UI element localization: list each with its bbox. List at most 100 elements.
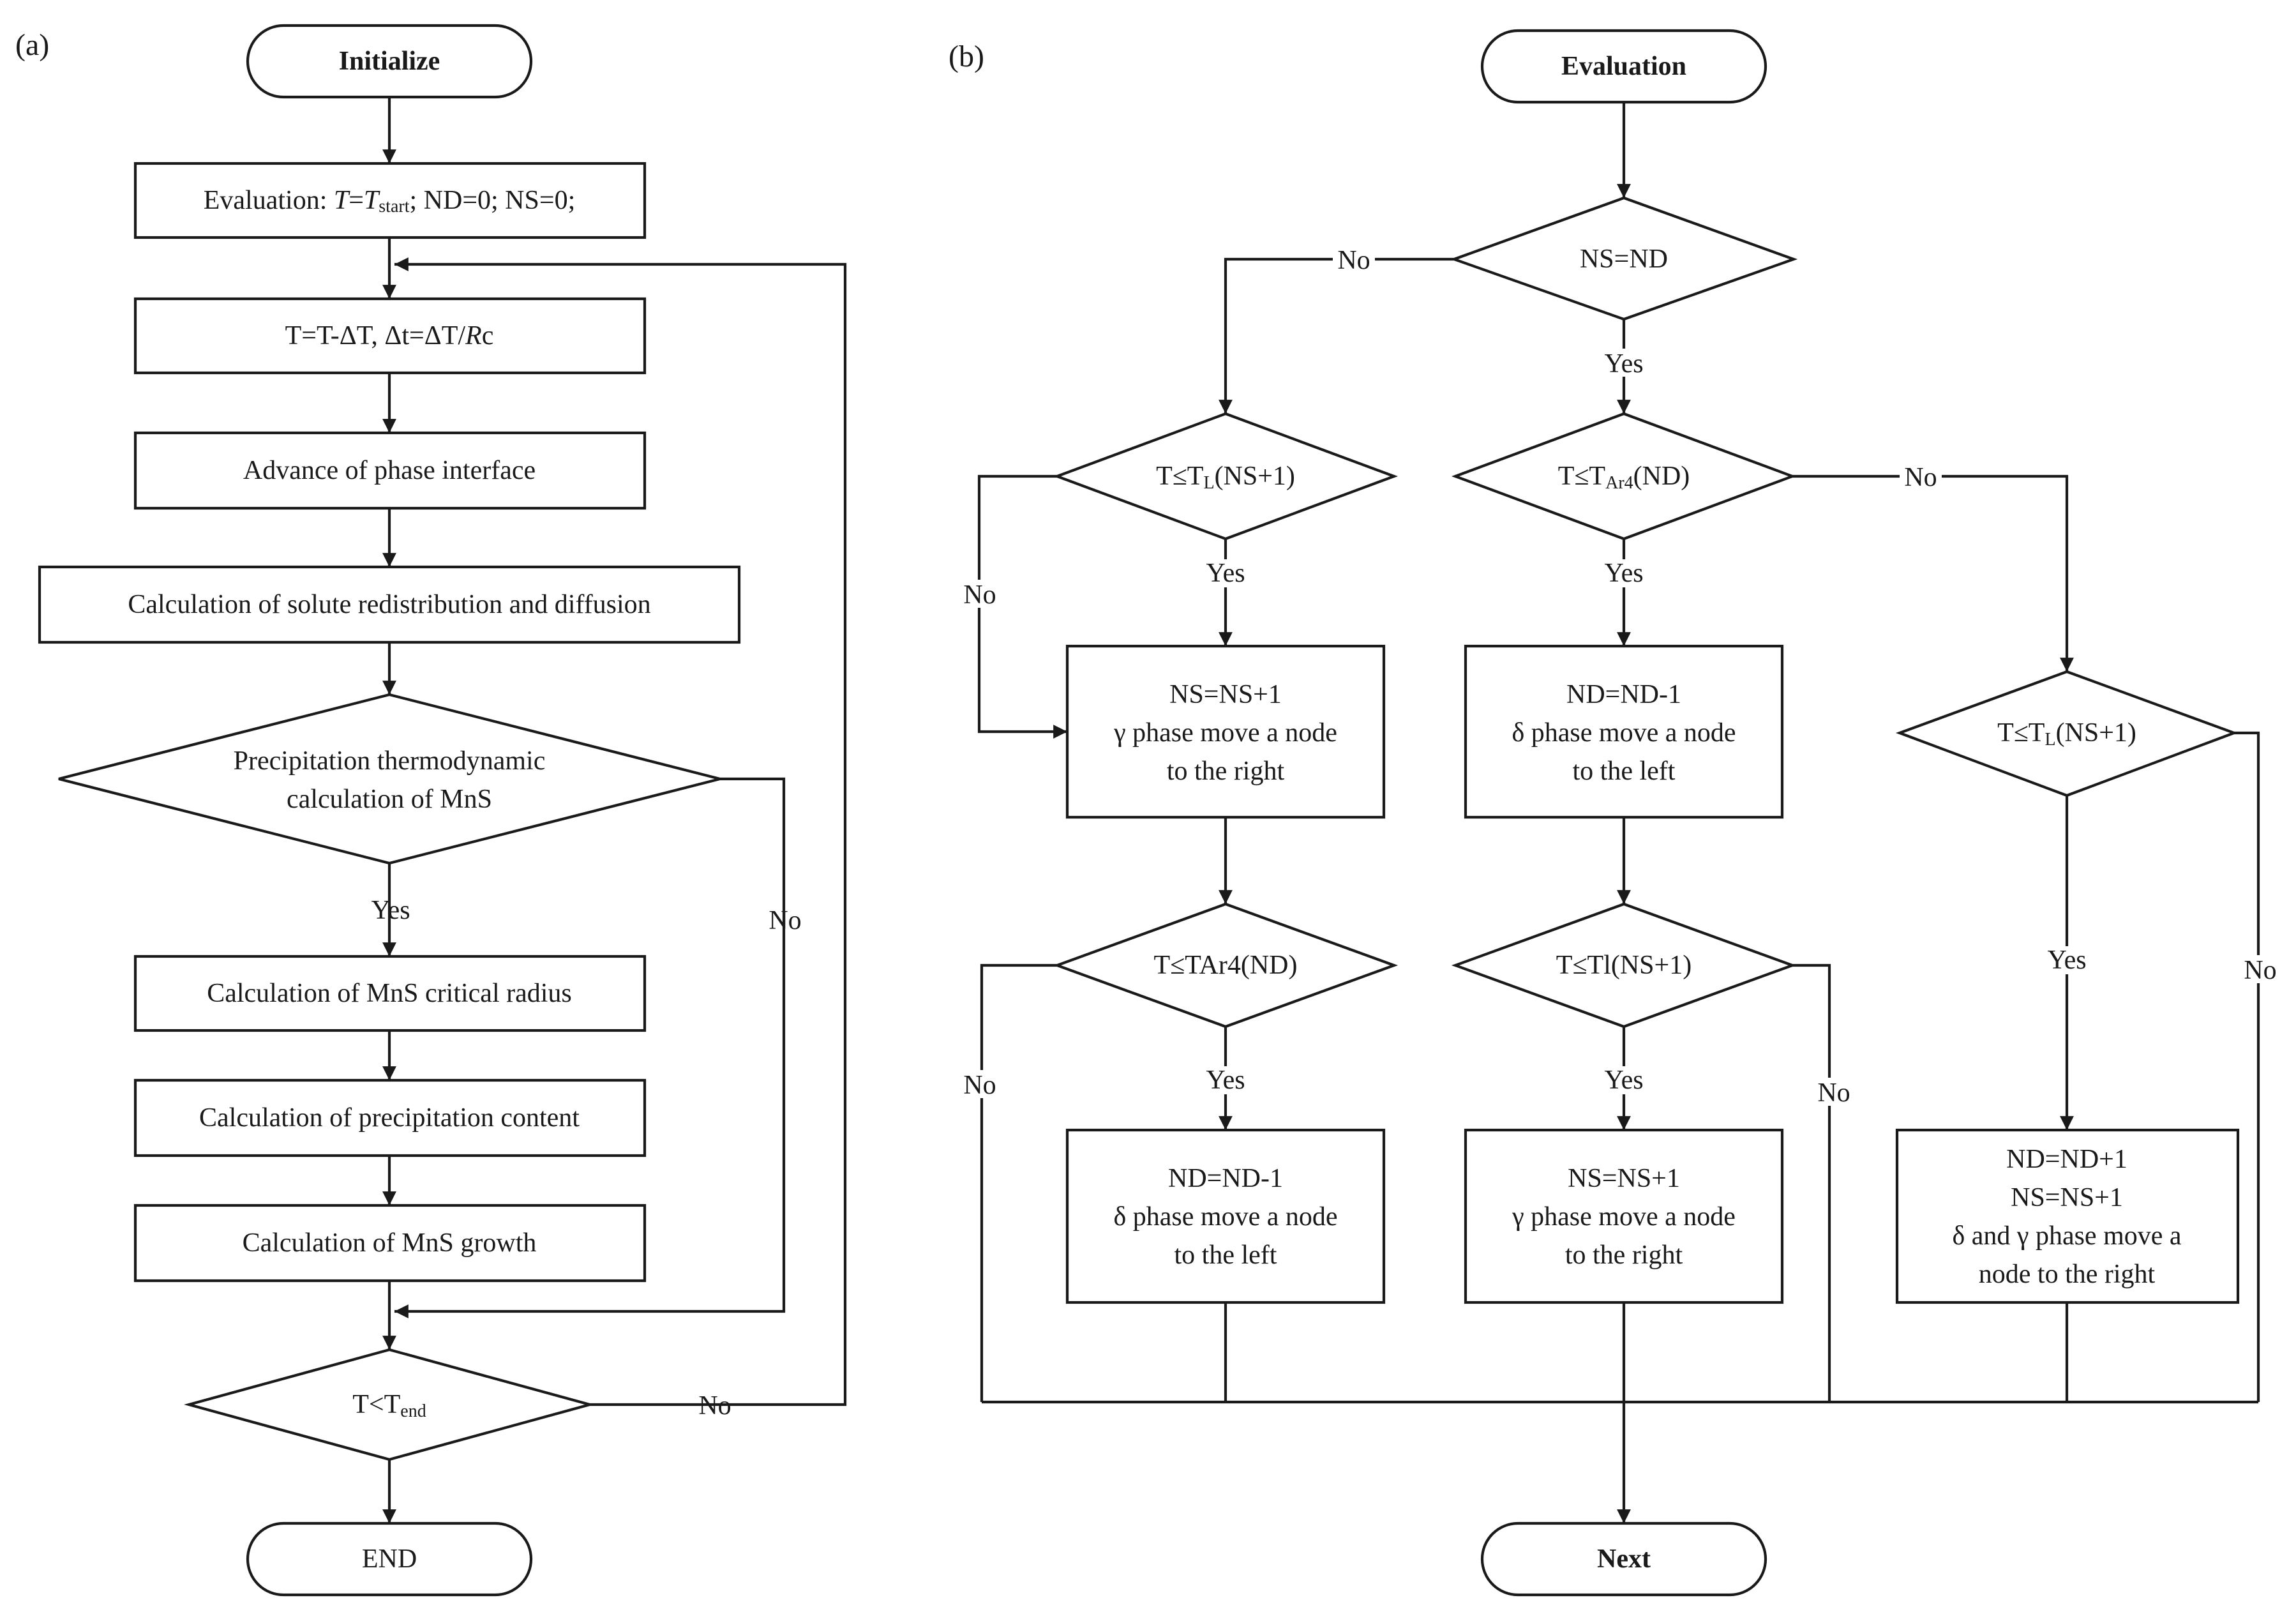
both-box [1895,1128,2240,1304]
next-label: Next [1597,1544,1651,1574]
step-r: R [465,321,482,351]
tend-main: T<T [352,1390,400,1419]
panel-b-label: (b) [949,40,984,73]
d-dec-line2: δ phase move a node [1512,718,1736,748]
radius-box [133,954,647,1032]
evaluation-tail: ; ND=0; NS=0; [410,186,576,215]
solute-label: Calculation of solute redistribution and… [128,590,650,619]
tar-label: T≤TAr4(ND) [1558,462,1690,493]
evaluation-start-label: Evaluation [1561,52,1686,81]
no-b-bg [959,580,1001,608]
tend-decision [184,1348,595,1461]
thermo-decision [58,693,721,865]
nsnd-label: NS=ND [1580,245,1668,274]
tl3-decision [1895,670,2239,797]
solute-box [38,565,741,644]
evaluation-label: Evaluation: T=Tstart; ND=0; NS=0; [204,186,575,216]
d-dec-box [1464,644,1784,819]
tl3-sub: L [2045,730,2055,750]
g-inc2-box [1464,1128,1784,1304]
g-inc2-line2: γ phase move a node [1512,1202,1736,1232]
evaluation-box [133,162,647,239]
yes-a-bg [1598,349,1649,377]
yes-f-bg [2041,946,2092,974]
g-inc-line3: to the right [1167,757,1285,786]
edge-tend-no-loop [394,257,847,1407]
g-inc-box [1065,644,1386,819]
both-line3: δ and γ phase move a [1952,1221,2181,1251]
tl3-label: T≤TL(NS+1) [1997,718,2136,750]
tend-no-label: No [698,1391,731,1421]
content-label: Calculation of precipitation content [199,1103,580,1133]
step-post: c [482,321,494,351]
tend-sub: end [400,1401,426,1421]
evaluation-tstart: T [364,186,380,215]
no-c-bg [1900,462,1942,490]
d-dec2-box [1065,1128,1386,1304]
edge-thermo-no-loop [394,777,786,1318]
tl2-yes-label: Yes [1604,1066,1643,1095]
tar-tail: (ND) [1633,462,1690,491]
thermo-label-line1: Precipitation thermodynamic [234,746,546,776]
nsnd-decision [1450,196,1798,321]
radius-label: Calculation of MnS critical radius [207,979,572,1008]
g-inc-line2: γ phase move a node [1113,718,1337,748]
tl-main: T≤T [1156,462,1203,491]
both-line2: NS=NS+1 [2011,1183,2123,1212]
evaluation-t: T [334,186,350,215]
advance-label: Advance of phase interface [243,456,536,485]
d-dec2-line1: ND=ND-1 [1168,1164,1283,1193]
no-d-bg [959,1070,1001,1098]
tl-sub: L [1203,473,1214,493]
no-e-bg [1813,1078,1855,1106]
edge-tl3-no [2234,731,2260,1402]
initialize-label: Initialize [339,47,440,76]
no-f-bg [2239,955,2281,983]
growth-label: Calculation of MnS growth [243,1228,537,1258]
g-inc2-line1: NS=NS+1 [1568,1164,1680,1193]
d-dec2-line2: δ phase move a node [1113,1202,1337,1232]
evaluation-lead: Evaluation: [204,186,334,215]
edge-tar4-no [980,963,1057,1402]
content-box [133,1078,647,1158]
both-line4: node to the right [1979,1260,2156,1289]
end-label: END [362,1544,417,1574]
panel-a-label: (a) [15,28,49,62]
step-pre: T=T-ΔT, Δt=ΔT/ [285,321,466,351]
next-node [1480,1521,1767,1597]
tar-sub: Ar4 [1605,473,1633,493]
tl2-decision [1451,902,1797,1029]
tar-decision [1451,412,1797,541]
d-dec2-line3: to the left [1174,1241,1277,1270]
tar-yes-label: Yes [1604,559,1643,588]
tar4-yes-label: Yes [1206,1066,1245,1095]
thermo-yes-label: Yes [371,896,410,925]
tl-tail: (NS+1) [1215,462,1295,491]
tend-label: T<Tend [352,1390,426,1421]
d-dec-line1: ND=ND-1 [1566,680,1681,709]
tl3-no-label: No [2244,956,2276,985]
both-line1: ND=ND+1 [2006,1145,2127,1174]
yes-d-bg [1200,1066,1251,1094]
panel-b: (b) Evaluatio [949,29,2281,1597]
nsnd-yes-label: Yes [1604,349,1643,379]
evaluation-start-node [1480,29,1767,104]
nsnd-no-label: No [1337,246,1370,275]
thermo-label-line2: calculation of MnS [287,785,492,814]
tl3-yes-label: Yes [2047,946,2086,975]
initialize-node [246,24,533,99]
tar-main: T≤T [1558,462,1605,491]
end-node [246,1521,533,1597]
tl3-tail: (NS+1) [2056,718,2136,748]
evaluation-eq: = [349,186,364,215]
yes-c-bg [1598,559,1649,587]
tar4-label: T≤TAr4(ND) [1154,951,1298,980]
step-label: T=T-ΔT, Δt=ΔT/Rc [285,321,494,351]
tl-no-label: No [963,580,996,610]
tar4-no-label: No [963,1071,996,1100]
tl3-main: T≤T [1997,718,2045,748]
tl-decision [1053,412,1399,541]
step-box [133,297,647,375]
yes-e-bg [1598,1066,1649,1094]
